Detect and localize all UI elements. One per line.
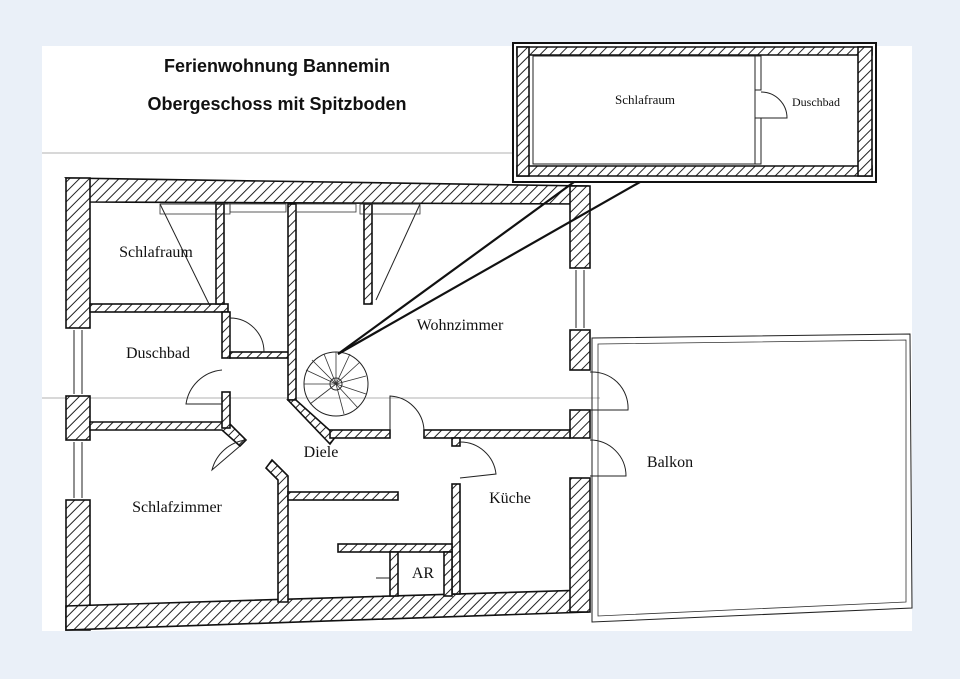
page-title: Ferienwohnung Bannemin <box>164 56 390 76</box>
page-subtitle: Obergeschoss mit Spitzboden <box>147 94 406 114</box>
callout-line-lower <box>337 181 641 355</box>
inset-room-duschbad: Duschbad <box>792 95 840 109</box>
inset-room-schlafraum: Schlafraum <box>615 92 675 107</box>
room-label-duschbad: Duschbad <box>126 345 190 362</box>
room-label-schlafraum: Schlafraum <box>119 244 193 261</box>
spiral-staircase <box>303 351 369 417</box>
room-label-kueche: Küche <box>489 490 531 507</box>
balcony-outline <box>591 333 913 623</box>
room-label-schlafzimmer: Schlafzimmer <box>132 499 222 516</box>
room-label-diele: Diele <box>304 444 339 461</box>
inset-spitzboden: Schlafraum Duschbad <box>512 42 877 183</box>
callout-line-upper <box>337 181 575 355</box>
roof-lines <box>159 203 421 307</box>
room-label-wohnzimmer: Wohnzimmer <box>417 317 504 334</box>
outer-walls <box>64 177 591 631</box>
door-swings <box>185 317 629 579</box>
room-label-ar: AR <box>412 565 435 582</box>
room-label-balkon: Balkon <box>647 454 693 471</box>
interior-walls <box>89 203 571 603</box>
